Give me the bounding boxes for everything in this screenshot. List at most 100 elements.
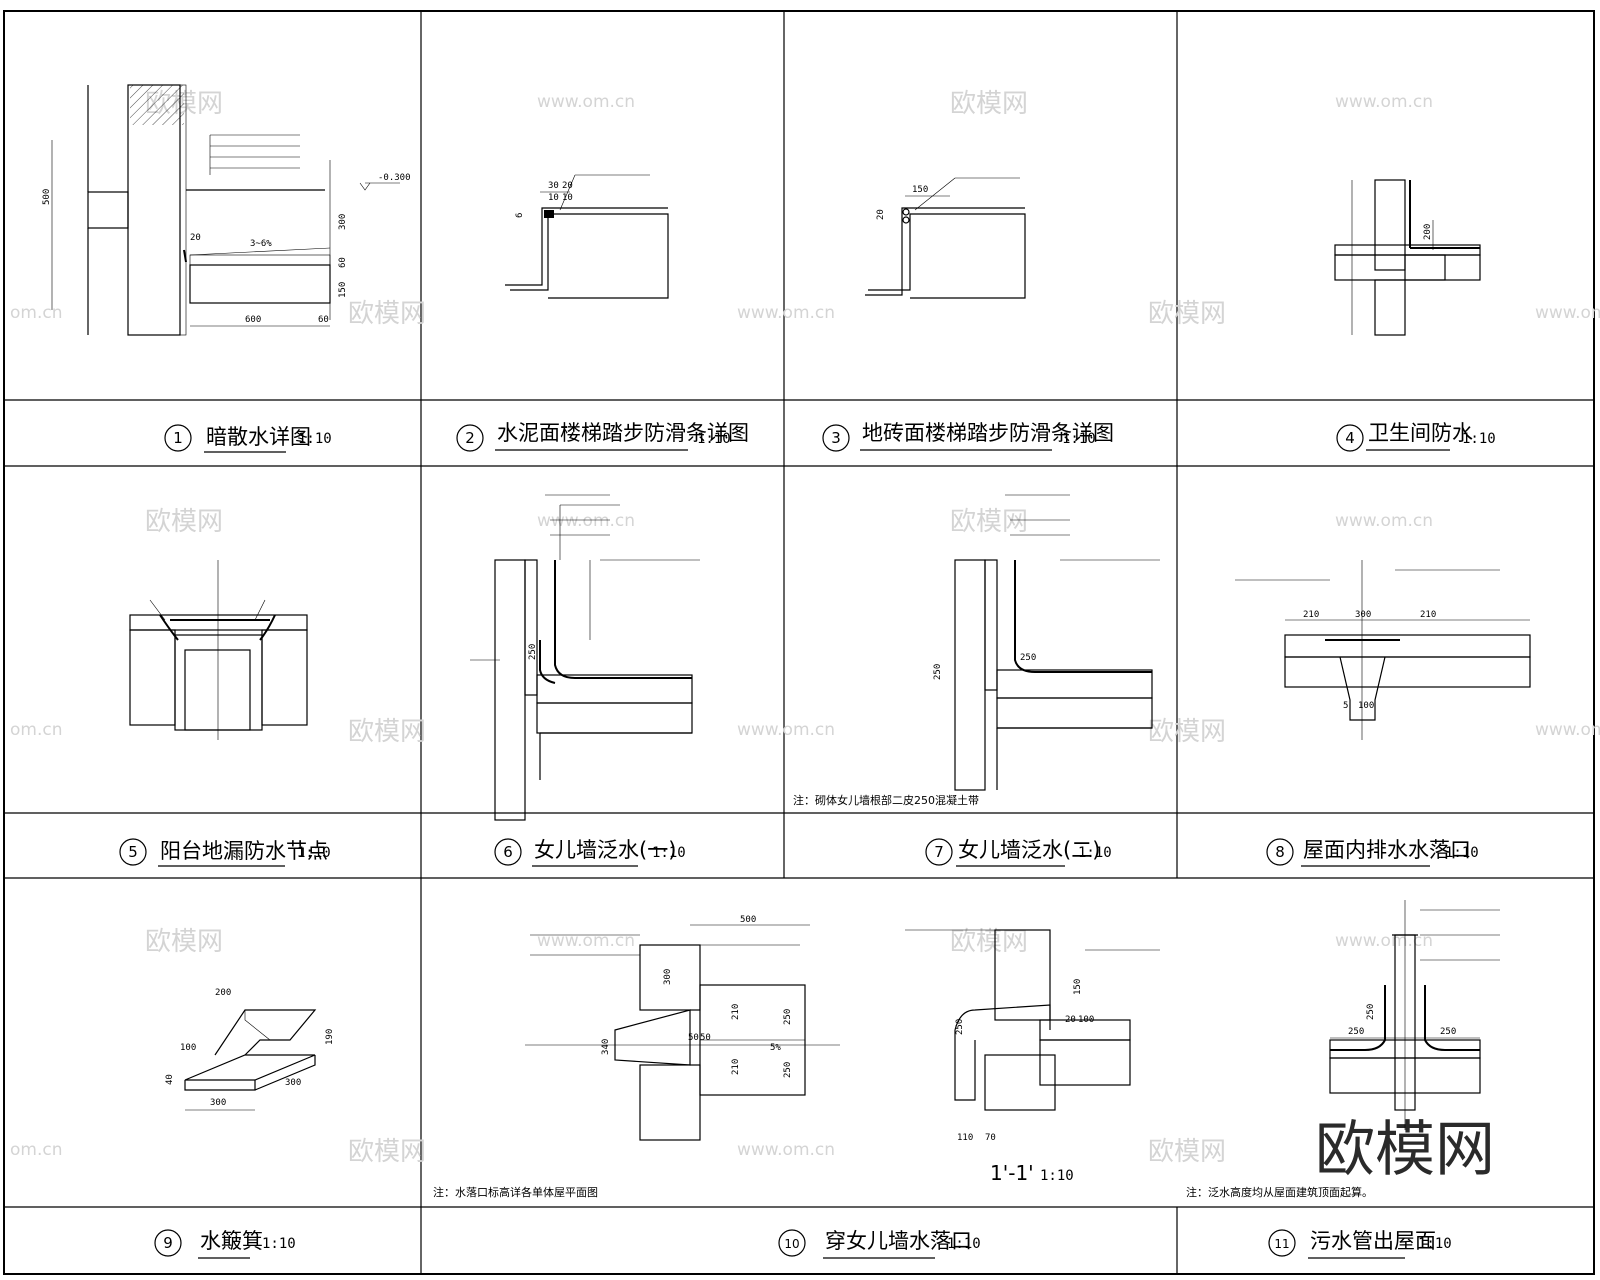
dim-150: 150 [338, 282, 348, 298]
detail-number: 8 [1275, 843, 1285, 861]
watermarks: 欧模网 www.om.cn 欧模网 www.om.cn om.cn 欧模网 ww… [10, 89, 1600, 1185]
detail-number: 9 [163, 1234, 173, 1252]
detail-scale: 1:10 [1445, 845, 1479, 861]
annotation-leaders [530, 494, 1500, 961]
dim-300b: 300 [285, 1078, 301, 1088]
detail-title: 污水管出屋面 [1310, 1229, 1436, 1253]
section-title: 1'-1' [990, 1161, 1034, 1185]
watermark: 欧模网 [348, 1137, 426, 1167]
dim-250c: 250 [1366, 1004, 1376, 1020]
detail-scale: 1:10 [1078, 845, 1112, 861]
detail-scale: 1:10 [947, 1236, 981, 1252]
dim-600: 600 [245, 315, 261, 325]
detail-3-drawing: 150 20 [865, 177, 1026, 299]
watermark: 欧模网 [1148, 299, 1226, 329]
dim-200: 200 [215, 988, 231, 998]
detail-title: 水簸箕 [200, 1229, 263, 1253]
dim-250: 250 [528, 644, 538, 660]
detail-number: 3 [831, 429, 841, 447]
dim-210a: 210 [1303, 610, 1319, 620]
dim-300: 300 [663, 969, 673, 985]
detail-9-drawing: 300 300 200 100 190 40 [165, 988, 335, 1111]
watermark: 欧模网 [145, 507, 223, 537]
detail-title: 阳台地漏防水节点 [160, 839, 328, 863]
watermark: www.om.cn [1335, 511, 1433, 531]
watermark: 欧模网 [145, 927, 223, 957]
watermark: www.om.cn [537, 511, 635, 531]
dim-190: 190 [325, 1029, 335, 1045]
detail-title: 屋面内排水水落口 [1303, 838, 1471, 862]
dim-500: 500 [42, 189, 52, 205]
detail-7-drawing: 250 250 注：砌体女儿墙根部二皮250混凝土带 [793, 559, 1153, 807]
title-row-2: 5 阳台地漏防水节点 1:10 6 女儿墙泛水(一) 1:10 7 女儿墙泛水(… [119, 838, 1479, 867]
detail-title: 女儿墙泛水(一) [534, 838, 676, 862]
dim-20: 20 [876, 209, 886, 220]
watermark: www.om.cn [1535, 720, 1600, 740]
detail-title: 暗散水详图 [206, 425, 311, 449]
dim-300a: 300 [210, 1098, 226, 1108]
detail-scale: 1:10 [652, 845, 686, 861]
watermark: www.om.cn [737, 720, 835, 740]
dim-340: 340 [601, 1039, 611, 1055]
detail-title: 地砖面楼梯踏步防滑条详图 [862, 421, 1114, 445]
dim-200: 200 [1423, 224, 1433, 240]
dim-100: 100 [1078, 1015, 1094, 1025]
watermark: www.om.cn [537, 931, 635, 951]
detail-number: 4 [1345, 429, 1355, 447]
note-cell10: 注：水落口标高详各单体屋平面图 [433, 1185, 598, 1199]
watermark: www.om.cn [1335, 931, 1433, 951]
detail-title: 女儿墙泛水(二) [958, 838, 1100, 862]
dim-50b: 50 [700, 1033, 711, 1043]
dim-50a: 50 [688, 1033, 699, 1043]
watermark: 欧模网 [950, 89, 1028, 119]
watermark: www.om.cn [737, 1140, 835, 1160]
note-cell11: 注：泛水高度均从屋面建筑顶面起算。 [1186, 1185, 1373, 1199]
detail-number: 7 [934, 843, 944, 861]
dim-150: 150 [1073, 979, 1083, 995]
detail-scale: 1:10 [1418, 1236, 1452, 1252]
watermark: 欧模网 [348, 299, 426, 329]
dim-70: 70 [985, 1133, 996, 1143]
dim-100: 100 [180, 1043, 196, 1053]
watermark: om.cn [10, 303, 63, 323]
detail-4-drawing: 200 [1334, 179, 1481, 336]
watermark: 欧模网 [950, 507, 1028, 537]
watermark: 欧模网 [1148, 717, 1226, 747]
detail-8-drawing: 210 300 210 100 5 [1284, 560, 1531, 740]
dim-300: 300 [338, 214, 348, 230]
watermark: www.om.cn [1535, 303, 1600, 323]
dim-10b: 10 [562, 193, 573, 203]
dim-300: 300 [1355, 610, 1371, 620]
detail-10-drawing: 500 300 340 210 210 250 250 50 50 5% 注：水… [433, 915, 840, 1199]
dim-210a: 210 [731, 1004, 741, 1020]
watermark: www.om.cn [1335, 92, 1433, 112]
detail-title: 水泥面楼梯踏步防滑条详图 [497, 421, 749, 445]
sheet-grid [3, 10, 1595, 1275]
dim-40: 40 [165, 1074, 175, 1085]
dim-60b: 60 [318, 315, 329, 325]
slope-5: 5% [770, 1043, 781, 1053]
watermark: om.cn [10, 1140, 63, 1160]
dim-250b: 250 [1440, 1027, 1456, 1037]
watermark: 欧模网 [1148, 1137, 1226, 1167]
detail-scale: 1:10 [1062, 431, 1096, 447]
dim-6: 6 [515, 213, 525, 218]
dim-250b: 250 [783, 1062, 793, 1078]
watermark: 欧模网 [950, 927, 1028, 957]
dim-20: 20 [562, 181, 573, 191]
dim-30: 30 [548, 181, 559, 191]
detail-scale: 1:10 [297, 845, 331, 861]
detail-6-drawing: 250 [470, 504, 693, 821]
title-row-1: 1 暗散水详图 1:10 2 水泥面楼梯踏步防滑条详图 1:10 3 地砖面楼梯… [164, 421, 1496, 453]
dim-250a: 250 [783, 1009, 793, 1025]
detail-number: 6 [503, 843, 513, 861]
detail-number: 2 [465, 429, 475, 447]
watermark: www.om.cn [537, 92, 635, 112]
watermark: 欧模网 [348, 717, 426, 747]
section-scale: 1:10 [1040, 1168, 1074, 1184]
title-row-3: 9 水簸箕 1:10 10 穿女儿墙水落口 1:10 11 污水管出屋面 1:1… [154, 1229, 1452, 1259]
watermark: www.om.cn [737, 303, 835, 323]
dim-250a: 250 [1348, 1027, 1364, 1037]
dim-10a: 10 [548, 193, 559, 203]
detail-number: 1 [173, 429, 183, 447]
